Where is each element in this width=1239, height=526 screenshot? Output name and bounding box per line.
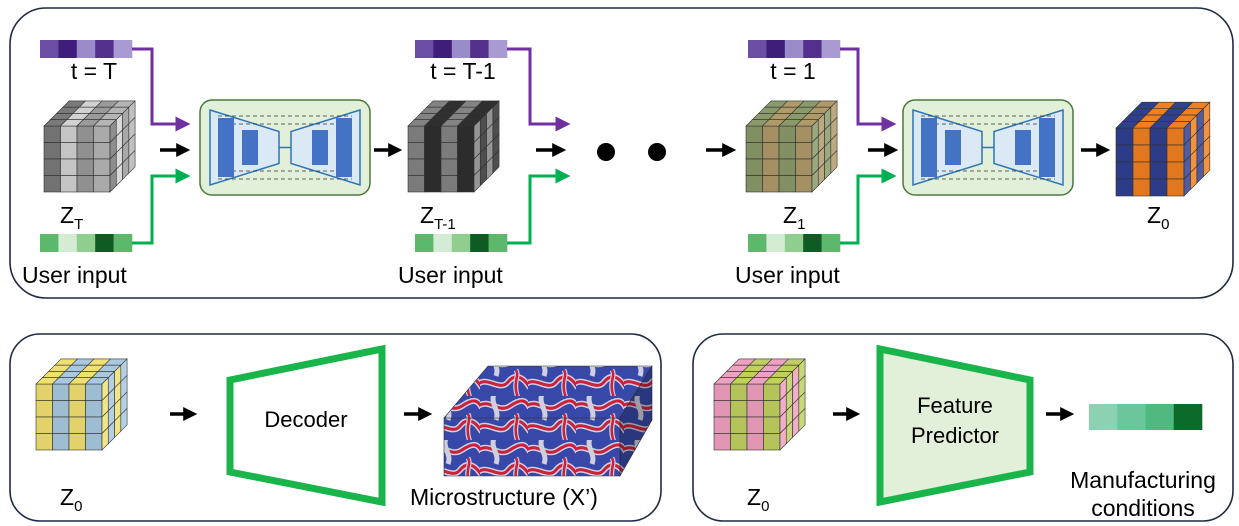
latent-label-Z0-decoder: Z0 [60,484,82,515]
latent-cube-icon-decoder [35,358,128,451]
ellipsis-dot [597,143,615,161]
noise-cube-icon [43,100,136,193]
decoder-panel [9,333,662,522]
time-label-T: t = T [71,58,117,84]
user-input-label-2: User input [398,262,503,288]
time-label-T-1: t = T-1 [430,58,495,84]
time-embedding-strip-T-1-cell [451,40,471,58]
latent-cube-icon-predictor [713,358,806,451]
time-embedding-strip-T-cell [113,40,133,58]
manufacturing-conditions-strip-cell [1117,404,1146,430]
manufacturing-conditions-strip-cell [1173,404,1203,430]
user-embedding-strip-1-cell [58,234,78,252]
unet-icon [199,99,371,196]
time-embedding-strip-T-cell [76,40,96,58]
latent-label-Z1: Z1 [783,202,805,233]
user-input-label-3: User input [735,262,840,288]
user-embedding-strip-2-cell [451,234,471,252]
time-embedding-strip-1-cell [784,40,804,58]
time-label-1: t = 1 [770,58,815,84]
time-embedding-strip-1-cell [821,40,841,58]
time-embedding-strip-T-cell [58,40,78,58]
time-embedding-strip-1-cell [803,40,822,58]
time-embedding-strip-T [40,40,133,58]
user-embedding-strip-2-cell [470,234,489,252]
latent-label-Z0-predictor: Z0 [747,484,769,515]
diffusion-panel [9,7,1234,299]
time-arrow-1 [132,47,191,132]
manufacturing-conditions-strip [1089,404,1203,430]
latent-label-Z0-output: Z0 [1147,202,1169,233]
manufacturing-label-line2: conditions [1091,495,1195,521]
time-arrow-2 [507,47,571,132]
user-embedding-strip-3-cell [803,234,822,252]
user-embedding-strip-3-cell [766,234,786,252]
user-embedding-strip-2-cell [433,234,453,252]
user-embedding-strip-2 [415,234,508,252]
microstructure-label: Microstructure (X’) [410,484,598,510]
user-embedding-strip-1-cell [95,234,114,252]
latent-label-ZT: ZT [60,202,83,233]
latent-label-ZT-1: ZT-1 [420,202,456,233]
time-embedding-strip-T-1-cell [488,40,508,58]
user-embedding-strip-1 [40,234,133,252]
time-embedding-strip-1 [748,40,841,58]
decoder-label: Decoder [264,407,347,432]
time-arrow-3 [840,47,897,132]
time-embedding-strip-T-1 [415,40,508,58]
time-embedding-strip-1-cell [766,40,786,58]
time-embedding-strip-T-1-cell [415,40,434,58]
user-arrow-2 [507,168,571,245]
manufacturing-conditions-strip-cell [1145,404,1175,430]
user-embedding-strip-1-cell [40,234,59,252]
user-input-label-1: User input [22,262,127,288]
time-embedding-strip-T-1-cell [470,40,489,58]
microstructure-block-icon [443,364,653,478]
output-latent-cube-icon [1115,101,1211,197]
user-embedding-strip-3-cell [784,234,804,252]
user-arrow-3 [840,168,897,245]
time-embedding-strip-T-cell [40,40,59,58]
user-embedding-strip-1-cell [113,234,133,252]
predictor-trapezoid-icon [876,344,1034,507]
ellipsis-dot [648,143,666,161]
unet-icon-2 [902,99,1074,196]
user-embedding-strip-2-cell [415,234,434,252]
user-embedding-strip-3 [748,234,841,252]
user-embedding-strip-3-cell [821,234,841,252]
time-embedding-strip-1-cell [748,40,767,58]
predictor-panel [692,333,1234,522]
predictor-label-line1: Feature [917,393,993,418]
user-arrow-1 [132,168,191,245]
user-embedding-strip-2-cell [488,234,508,252]
predictor-label-line2: Predictor [911,423,999,448]
time-embedding-strip-T-1-cell [433,40,453,58]
partially-denoised-cube-icon [407,100,500,193]
manufacturing-conditions-strip-cell [1089,404,1118,430]
nearly-clean-cube-icon [745,100,838,193]
decoder-trapezoid-icon [226,344,386,507]
time-embedding-strip-T-cell [95,40,114,58]
manufacturing-label-line1: Manufacturing [1070,467,1216,493]
user-embedding-strip-3-cell [748,234,767,252]
user-embedding-strip-1-cell [76,234,96,252]
